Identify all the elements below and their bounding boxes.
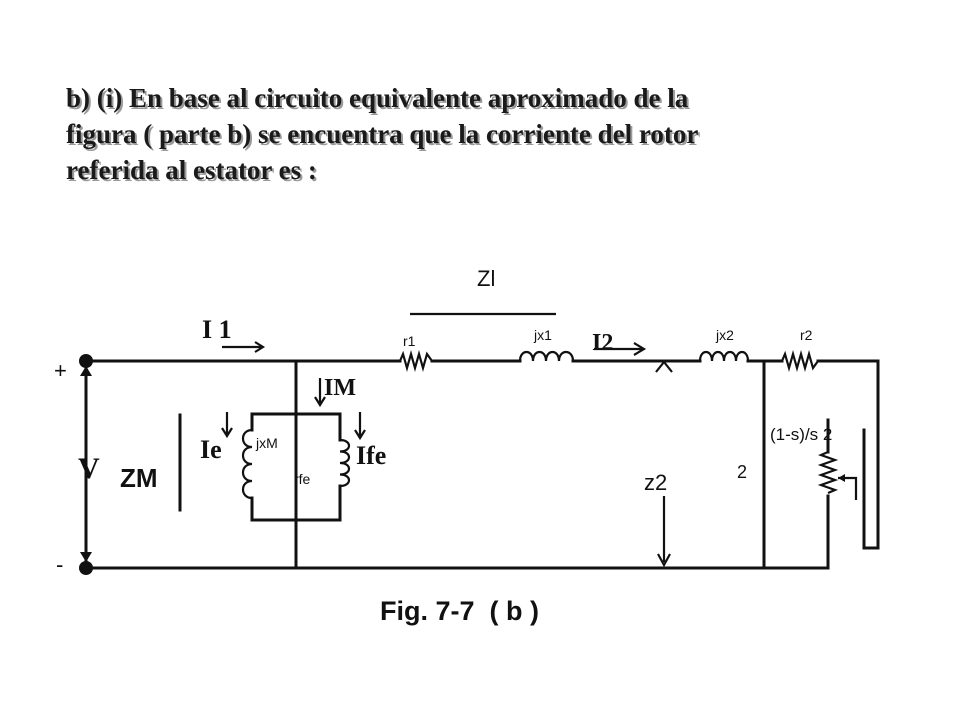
load-wiper-arrow (838, 476, 858, 500)
label-ie: Ie (200, 435, 222, 464)
label-ife: Ife (356, 441, 386, 470)
label-two: 2 (737, 462, 747, 482)
figure-caption: Fig. 7-7 ( b ) (380, 596, 539, 626)
label-plus: + (54, 358, 67, 383)
heading-line-1: b) (i) En base al circuito equivalente a… (66, 83, 689, 113)
label-jx2: jx2 (715, 327, 734, 343)
im-arrow (314, 378, 326, 408)
label-jx1: jx1 (533, 327, 552, 343)
label-r2: r2 (800, 327, 813, 343)
ie-arrow (221, 412, 233, 439)
r1-resistor (398, 349, 433, 373)
z2-arrow (657, 496, 671, 568)
label-zm: ZM (120, 463, 158, 493)
terminal-bottom-node (79, 561, 93, 575)
load-resistor (817, 450, 839, 495)
label-jxm: jxM (255, 435, 278, 451)
v-arrow-head-top (80, 366, 92, 376)
label-rfe: rfe (294, 471, 311, 487)
label-i1: I 1 (202, 315, 232, 344)
heading-line-3: referida al estator es : (66, 155, 317, 185)
label-r1: r1 (403, 333, 416, 349)
label-i2: I2 (592, 330, 613, 356)
r2-resistor (780, 349, 819, 373)
v-arrow-head-bottom (80, 552, 92, 562)
load-wiper-head (838, 474, 845, 482)
label-z2: z2 (644, 470, 667, 495)
label-load: (1-s)/s 2 (770, 425, 832, 444)
label-minus: - (56, 552, 63, 577)
label-z1: Zl (477, 266, 495, 291)
wires (84, 359, 880, 570)
terminal-top-node (79, 354, 93, 368)
label-v: V (78, 452, 100, 485)
rfe-inductor (339, 438, 351, 488)
heading-line-2: figura ( parte b) se encuentra que la co… (66, 119, 699, 149)
i2-arrow (594, 342, 647, 356)
node-mark (655, 360, 673, 373)
jxm-inductor (241, 428, 253, 500)
label-im: IM (324, 375, 356, 401)
i1-arrow (222, 341, 266, 353)
ife-arrow (354, 412, 366, 441)
heading-text: b) (i) En base al circuito equivalente a… (66, 80, 866, 188)
jx2-inductor (698, 350, 750, 362)
jx1-inductor (518, 350, 575, 362)
